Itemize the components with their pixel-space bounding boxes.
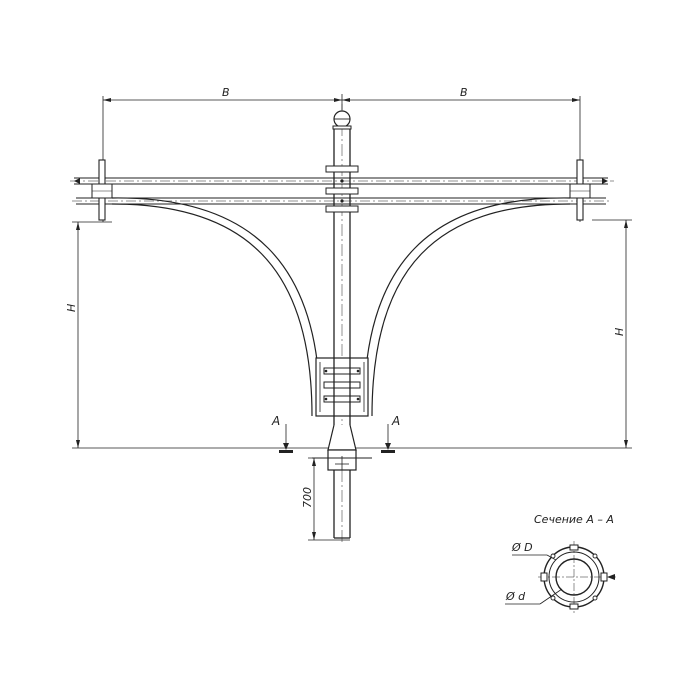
section-view: Сечение А – А Ø D Ø d [505,513,618,613]
embedded-pipe [333,470,351,544]
dim-h-right-label: H [613,328,626,336]
section-mark-right: A [381,414,400,453]
dim-b-right-label: B [460,86,468,99]
section-title: Сечение А – А [534,513,614,526]
section-mark-left-label: A [271,414,280,428]
curved-bracket-left [111,197,321,417]
base-sleeve [312,424,372,471]
dimension-embed-depth: 700 [301,457,350,541]
dim-b-left-label: B [222,86,230,99]
dim-700-label: 700 [301,487,314,508]
outer-diameter-label: Ø D [511,541,533,554]
crossarm-end-clamp-right [569,159,591,221]
mount-plate-assembly [315,357,369,417]
curved-bracket-right [363,197,571,417]
dim-h-left-label: H [65,304,78,312]
crossarm-end-clamp-left [91,159,113,221]
inner-diameter-label: Ø d [505,590,526,603]
section-mark-right-label: A [391,414,400,428]
section-mark-left: A [271,414,293,453]
